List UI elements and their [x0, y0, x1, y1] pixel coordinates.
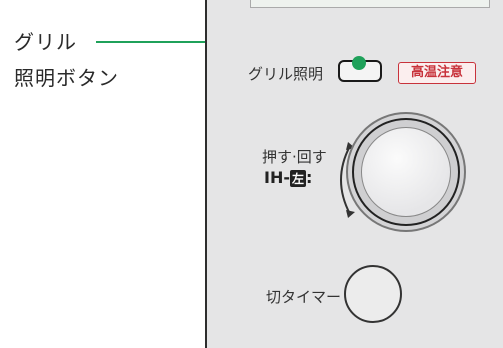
panel-top-edge — [250, 0, 490, 8]
high-temp-warning-badge: 高温注意 — [398, 62, 476, 84]
dot-glyph: : — [306, 168, 313, 187]
leader-dot — [352, 56, 366, 70]
grill-light-label: グリル照明 — [248, 65, 324, 83]
off-timer-button[interactable] — [344, 265, 402, 323]
left-burner-box: 左 — [289, 170, 306, 187]
ih-left-knob[interactable] — [361, 127, 451, 217]
callout-label-line1: グリル — [14, 30, 77, 54]
off-timer-label: 切タイマー — [266, 288, 342, 306]
callout-label-line2: 照明ボタン — [14, 66, 119, 90]
knob-label-push-turn: 押す·回す — [262, 148, 327, 166]
ih-text: IH- — [264, 168, 290, 187]
knob-label-ih-left: IH-左: — [264, 168, 312, 187]
